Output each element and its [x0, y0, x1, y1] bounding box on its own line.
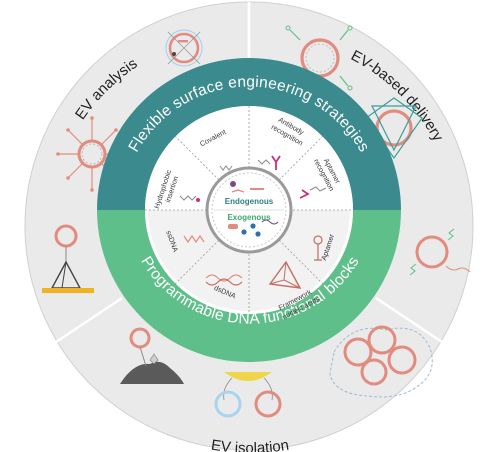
antibody-icon	[257, 155, 281, 170]
aptamer-recognition-icon	[299, 186, 327, 199]
hydrophobic-insertion-icon	[179, 195, 200, 202]
label-ev-isolation: EV isolation	[210, 437, 290, 452]
ring-bottom-band	[97, 210, 401, 362]
ev-isolation-bowl-icon	[214, 372, 282, 418]
core-label-endogenous: Endogenous	[225, 197, 274, 206]
dsdna-helix-icon	[205, 274, 243, 286]
ev-delivery-wavy-icon	[409, 228, 471, 276]
ev-analysis-tetrahedron-icon	[42, 224, 94, 293]
divider-right	[375, 296, 443, 344]
aptamer-hairpin-icon	[313, 235, 323, 261]
ev-delivery-scissors-icon	[285, 25, 353, 91]
ev-delivery-network-icon	[329, 325, 433, 398]
ev-analysis-sensor-icon	[165, 29, 203, 67]
core-label-exogenous: Exogenous	[227, 213, 271, 222]
framework-tetrahedron-icon	[268, 260, 302, 289]
divider-left	[55, 296, 123, 344]
central-vesicle	[205, 166, 293, 254]
ssdna-strand-icon	[183, 234, 205, 244]
ev-isolation-capture-icon	[120, 327, 184, 384]
ring-top-band	[97, 58, 401, 210]
